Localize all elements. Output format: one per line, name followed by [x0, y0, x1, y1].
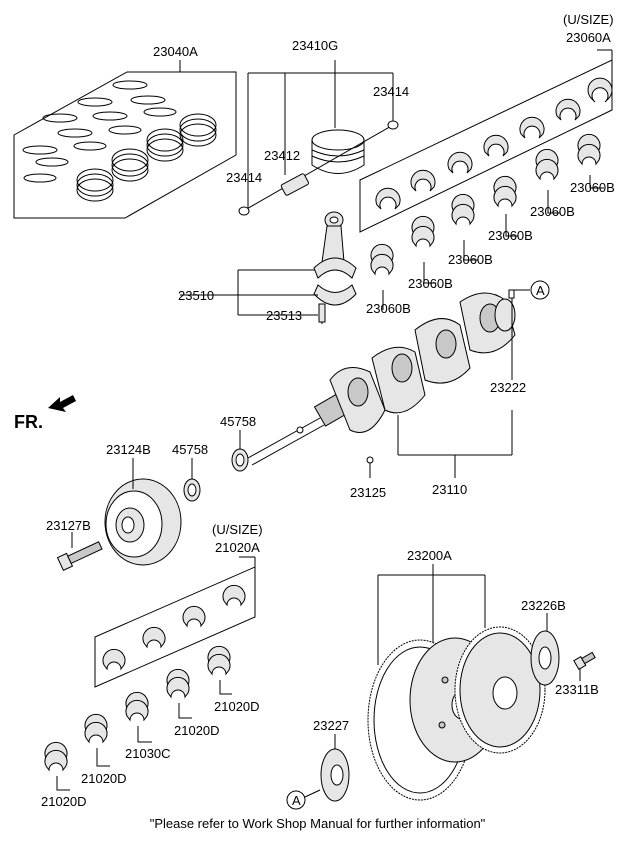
- thrust-washers: [183, 430, 249, 502]
- label-21020D-4: 21020D: [41, 794, 87, 809]
- label-23410G: 23410G: [292, 38, 338, 53]
- label-23060A: 23060A: [566, 30, 611, 45]
- label-23124B: 23124B: [106, 442, 151, 457]
- label-21020D-3: 21020D: [81, 771, 127, 786]
- label-21020D-1: 21020D: [214, 699, 260, 714]
- label-45758-a: 45758: [220, 414, 256, 429]
- conrod-bearing-set: [44, 556, 256, 791]
- label-21020A: 21020A: [215, 540, 260, 555]
- crank-pulley: [56, 458, 182, 572]
- flywheel-plate: [530, 613, 596, 686]
- label-usize-top: (U/SIZE): [563, 12, 614, 27]
- label-23412: 23412: [264, 148, 300, 163]
- label-23060B-3: 23060B: [488, 228, 533, 243]
- piston-ring-set: [13, 60, 237, 219]
- label-23125: 23125: [350, 485, 386, 500]
- main-bearing-set-upper: [359, 49, 613, 233]
- label-23060B-2: 23060B: [530, 204, 575, 219]
- label-23227: 23227: [313, 718, 349, 733]
- label-23200A: 23200A: [407, 548, 452, 563]
- label-21020D-2: 21020D: [174, 723, 220, 738]
- label-23060B-6: 23060B: [366, 301, 411, 316]
- label-23414-top: 23414: [373, 84, 409, 99]
- connecting-rod: [180, 211, 357, 324]
- main-bearing-shells: [370, 133, 604, 310]
- label-23110: 23110: [432, 482, 467, 497]
- label-23060B-4: 23060B: [448, 252, 493, 267]
- piston-assembly: [238, 60, 399, 216]
- label-23127B: 23127B: [46, 518, 91, 533]
- label-23060B-1: 23060B: [570, 180, 615, 195]
- ref-A-bottom: A: [292, 793, 301, 808]
- ref-A-top: A: [536, 283, 545, 298]
- label-23513: 23513: [266, 308, 302, 323]
- label-21030C: 21030C: [125, 746, 171, 761]
- label-usize-bottom: (U/SIZE): [212, 522, 263, 537]
- label-23414-left: 23414: [226, 170, 262, 185]
- label-45758-b: 45758: [172, 442, 208, 457]
- crankshaft: [247, 280, 550, 478]
- label-23510: 23510: [178, 288, 214, 303]
- flywheel-assembly: [367, 564, 546, 801]
- label-23311B: 23311B: [555, 682, 599, 697]
- footer-note: "Please refer to Work Shop Manual for fu…: [149, 816, 486, 831]
- label-23226B: 23226B: [521, 598, 566, 613]
- front-direction-arrow: [48, 395, 76, 412]
- label-23040A: 23040A: [153, 44, 198, 59]
- label-23060B-5: 23060B: [408, 276, 453, 291]
- adapter-plate: [286, 734, 350, 810]
- label-fr: FR.: [14, 412, 43, 432]
- label-23222: 23222: [490, 380, 526, 395]
